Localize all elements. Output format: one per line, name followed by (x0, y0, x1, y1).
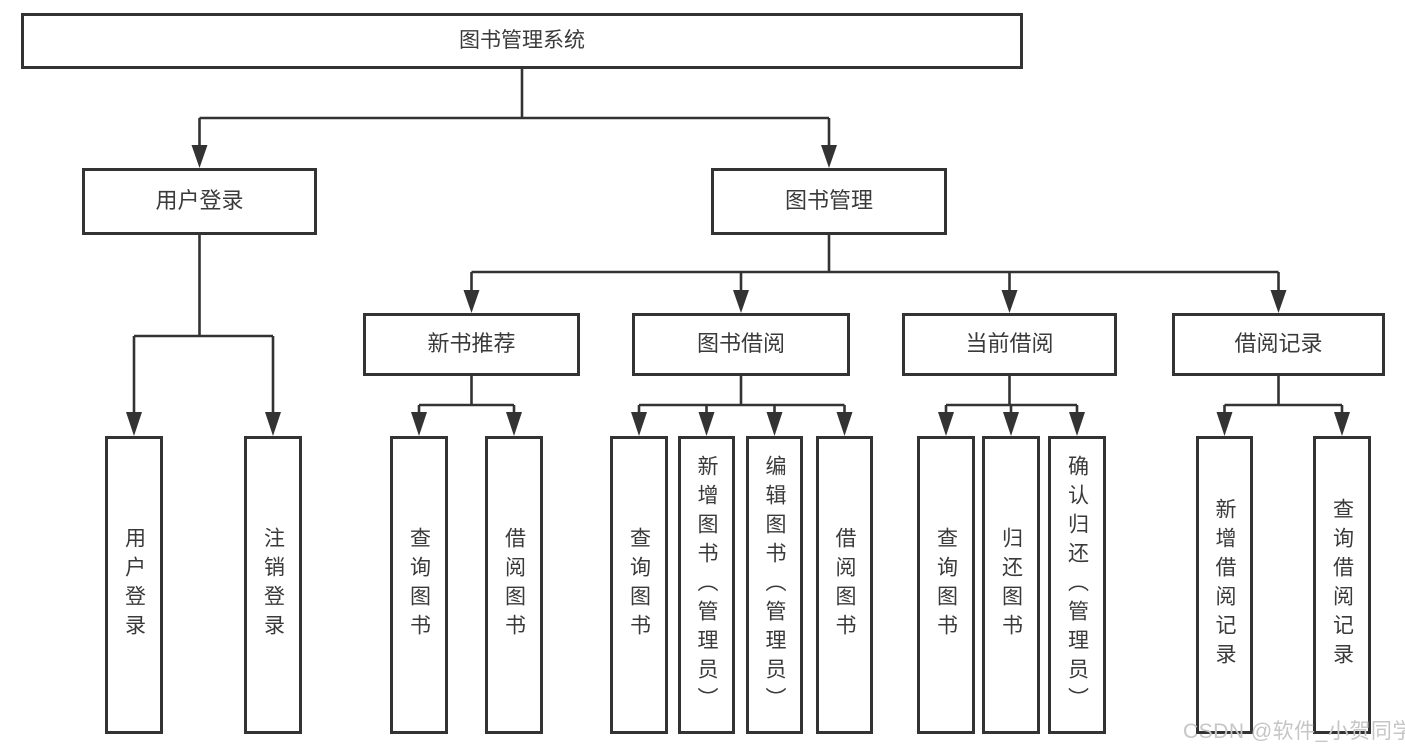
leaf-add-book-admin-label: 新增图书（管理员） (695, 454, 719, 716)
node-book-management-label: 图书管理 (784, 188, 873, 214)
node-user-login: 用户登录 (82, 168, 317, 235)
leaf-recommend-borrow-book: 借阅图书 (485, 436, 543, 734)
node-current-borrow-label: 当前借阅 (965, 331, 1054, 357)
leaf-return-book-label: 归还图书 (999, 527, 1023, 643)
leaf-recommend-borrow-book-label: 借阅图书 (502, 527, 526, 643)
connector-root-split (191, 69, 837, 168)
leaf-return-book: 归还图书 (982, 436, 1040, 734)
connector-user-login-split (126, 235, 281, 436)
node-book-borrow-label: 图书借阅 (696, 331, 785, 357)
node-root-system-label: 图书管理系统 (459, 29, 585, 53)
leaf-edit-book-admin-label: 编辑图书（管理员） (763, 454, 787, 716)
connector-book-borrow-split (631, 376, 853, 436)
leaf-add-borrow-record: 新增借阅记录 (1196, 436, 1253, 734)
leaf-borrow-book: 借阅图书 (816, 436, 873, 734)
node-borrow-records: 借阅记录 (1172, 313, 1385, 376)
leaf-current-query-book: 查询图书 (917, 436, 975, 734)
node-book-management: 图书管理 (711, 168, 947, 235)
leaf-user-login-label: 用户登录 (122, 527, 146, 643)
node-root-system: 图书管理系统 (21, 13, 1023, 69)
leaf-confirm-return-admin-label: 确认归还（管理员） (1065, 454, 1089, 716)
leaf-recommend-query-book-label: 查询图书 (407, 527, 431, 643)
leaf-confirm-return-admin: 确认归还（管理员） (1048, 436, 1106, 734)
leaf-logout-label: 注销登录 (261, 527, 285, 643)
csdn-watermark: CSDN @软件_小贺同学 (1183, 720, 1405, 743)
leaf-current-query-book-label: 查询图书 (934, 527, 958, 643)
leaf-query-borrow-record-label: 查询借阅记录 (1330, 498, 1354, 672)
node-user-login-label: 用户登录 (155, 188, 244, 214)
leaf-recommend-query-book: 查询图书 (390, 436, 448, 734)
node-new-book-recommend: 新书推荐 (363, 313, 580, 376)
leaf-add-borrow-record-label: 新增借阅记录 (1213, 498, 1237, 672)
connector-borrow-records-split (1216, 376, 1350, 436)
connector-book-management-split (463, 235, 1287, 313)
node-borrow-records-label: 借阅记录 (1234, 331, 1323, 357)
node-current-borrow: 当前借阅 (902, 313, 1117, 376)
leaf-add-book-admin: 新增图书（管理员） (678, 436, 735, 734)
leaf-edit-book-admin: 编辑图书（管理员） (746, 436, 803, 734)
leaf-borrow-query-book: 查询图书 (610, 436, 668, 734)
connector-new-book-split (411, 376, 522, 436)
connector-current-borrow-split (938, 376, 1085, 436)
leaf-borrow-query-book-label: 查询图书 (627, 527, 651, 643)
leaf-query-borrow-record: 查询借阅记录 (1313, 436, 1371, 734)
node-book-borrow: 图书借阅 (632, 313, 850, 376)
leaf-user-login: 用户登录 (105, 436, 163, 734)
leaf-logout: 注销登录 (244, 436, 302, 734)
node-new-book-recommend-label: 新书推荐 (427, 331, 516, 357)
leaf-borrow-book-label: 借阅图书 (833, 527, 857, 643)
